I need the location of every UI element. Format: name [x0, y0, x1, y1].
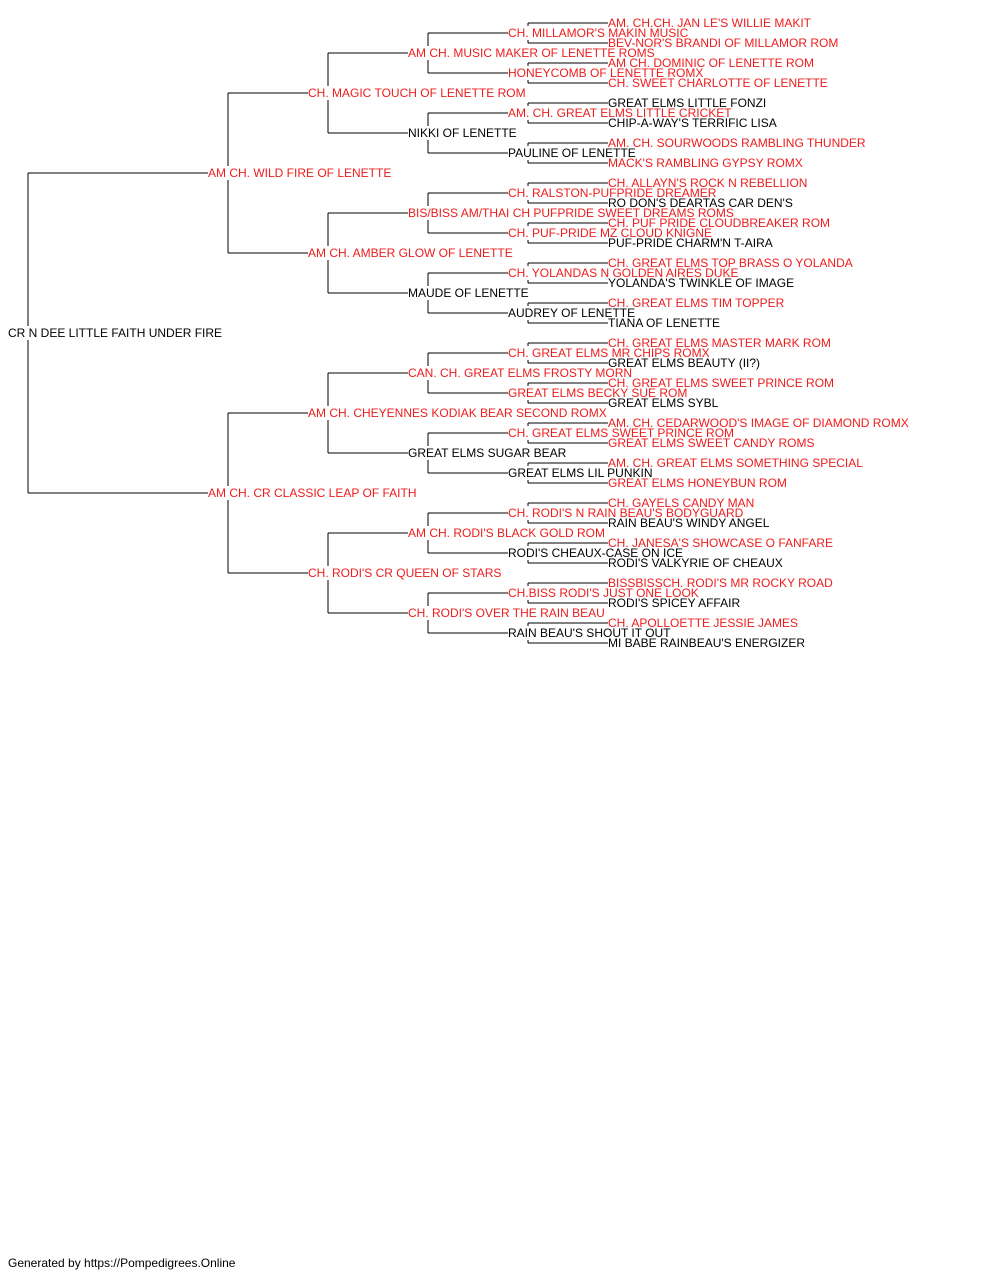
- ancestor-name-gen-3: AM CH. MUSIC MAKER OF LENETTE ROMS: [408, 46, 655, 60]
- ancestor-name-gen-5: AM. CH. CEDARWOOD'S IMAGE OF DIAMOND ROM…: [608, 416, 909, 430]
- ancestor-name-gen-5: RODI'S SPICEY AFFAIR: [608, 596, 740, 610]
- ancestor-name-gen-5: RAIN BEAU'S WINDY ANGEL: [608, 516, 770, 530]
- ancestor-name-gen-5: AM CH. DOMINIC OF LENETTE ROM: [608, 56, 814, 70]
- ancestor-name-gen-4: CH. RODI'S N RAIN BEAU'S BODYGUARD: [508, 506, 744, 520]
- ancestor-name-gen-2: CH. MAGIC TOUCH OF LENETTE ROM: [308, 86, 526, 100]
- ancestor-name-gen-5: CH. ALLAYN'S ROCK N REBELLION: [608, 176, 807, 190]
- ancestor-name-gen-5: CH. JANESA'S SHOWCASE O FANFARE: [608, 536, 833, 550]
- generated-by-footer: Generated by https://Pompedigrees.Online: [8, 1256, 236, 1270]
- ancestor-name-gen-5: AM. CH. GREAT ELMS SOMETHING SPECIAL: [608, 456, 863, 470]
- ancestor-name-gen-5: GREAT ELMS HONEYBUN ROM: [608, 476, 787, 490]
- ancestor-name-gen-2: CH. RODI'S CR QUEEN OF STARS: [308, 566, 501, 580]
- ancestor-name-gen-5: CH. GREAT ELMS TIM TOPPER: [608, 296, 785, 310]
- ancestor-name-gen-5: GREAT ELMS SYBL: [608, 396, 719, 410]
- ancestor-name-gen-4: CH. GREAT ELMS SWEET PRINCE ROM: [508, 426, 734, 440]
- ancestor-name-gen-5: CH. GREAT ELMS SWEET PRINCE ROM: [608, 376, 834, 390]
- ancestor-name-gen-4: CH. MILLAMOR'S MAKIN MUSIC: [508, 26, 689, 40]
- ancestor-name-gen-5: CH. GAYELS CANDY MAN: [608, 496, 754, 510]
- ancestor-name-gen-5: RODI'S VALKYRIE OF CHEAUX: [608, 556, 783, 570]
- ancestor-name-gen-5: CHIP-A-WAY'S TERRIFIC LISA: [608, 116, 777, 130]
- ancestor-name-gen-5: BEV-NOR'S BRANDI OF MILLAMOR ROM: [608, 36, 838, 50]
- ancestor-name-gen-3: BIS/BISS AM/THAI CH PUFPRIDE SWEET DREAM…: [408, 206, 734, 220]
- connector-lines: [27, 22, 608, 644]
- ancestor-name-gen-5: AM. CH.CH. JAN LE'S WILLIE MAKIT: [608, 16, 812, 30]
- ancestor-name-gen-5: YOLANDA'S TWINKLE OF IMAGE: [608, 276, 794, 290]
- ancestor-name-gen-4: GREAT ELMS BECKY SUE ROM: [508, 386, 687, 400]
- ancestor-name-gen-4: CH. YOLANDAS N GOLDEN AIRES DUKE: [508, 266, 739, 280]
- ancestor-name-gen-4: GREAT ELMS LIL PUNKIN: [508, 466, 653, 480]
- ancestor-name-gen-5: CH. SWEET CHARLOTTE OF LENETTE: [608, 76, 828, 90]
- ancestor-name-gen-3: NIKKI OF LENETTE: [408, 126, 517, 140]
- ancestor-name-gen-5: CH. GREAT ELMS MASTER MARK ROM: [608, 336, 831, 350]
- ancestor-name-gen-4: CH. RALSTON-PUFPRIDE DREAMER: [508, 186, 717, 200]
- ancestor-name-gen-1: AM CH. WILD FIRE OF LENETTE: [208, 166, 391, 180]
- ancestor-name-gen-5: RO DON'S DEARTAS CAR DEN'S: [608, 196, 793, 210]
- dog-names: CR N DEE LITTLE FAITH UNDER FIRE AM CH. W…: [8, 16, 909, 650]
- ancestor-name-gen-5: MI BABE RAINBEAU'S ENERGIZER: [608, 636, 805, 650]
- ancestor-name-gen-5: CH. PUF PRIDE CLOUDBREAKER ROM: [608, 216, 830, 230]
- ancestor-name-gen-3: GREAT ELMS SUGAR BEAR: [408, 446, 567, 460]
- ancestor-name-gen-5: TIANA OF LENETTE: [608, 316, 720, 330]
- ancestor-name-gen-3: MAUDE OF LENETTE: [408, 286, 529, 300]
- ancestor-name-gen-5: CH. GREAT ELMS TOP BRASS O YOLANDA: [608, 256, 853, 270]
- ancestor-name-gen-3: AM CH. RODI'S BLACK GOLD ROM: [408, 526, 605, 540]
- subject-dog-name: CR N DEE LITTLE FAITH UNDER FIRE: [8, 326, 222, 340]
- ancestor-name-gen-3: CH. RODI'S OVER THE RAIN BEAU: [408, 606, 605, 620]
- ancestor-name-gen-4: HONEYCOMB OF LENETTE ROMX: [508, 66, 703, 80]
- ancestor-name-gen-5: GREAT ELMS LITTLE FONZI: [608, 96, 766, 110]
- ancestor-name-gen-4: CH.BISS RODI'S JUST ONE LOOK: [508, 586, 699, 600]
- ancestor-name-gen-3: CAN. CH. GREAT ELMS FROSTY MORN: [408, 366, 632, 380]
- ancestor-name-gen-5: GREAT ELMS BEAUTY (II?): [608, 356, 760, 370]
- ancestor-name-gen-5: PUF-PRIDE CHARM'N T-AIRA: [608, 236, 773, 250]
- ancestor-name-gen-4: PAULINE OF LENETTE: [508, 146, 636, 160]
- ancestor-name-gen-4: AM. CH. GREAT ELMS LITTLE CRICKET: [508, 106, 732, 120]
- ancestor-name-gen-2: AM CH. AMBER GLOW OF LENETTE: [308, 246, 513, 260]
- ancestor-name-gen-4: RAIN BEAU'S SHOUT IT OUT: [508, 626, 671, 640]
- ancestor-name-gen-4: RODI'S CHEAUX-CASE ON ICE: [508, 546, 683, 560]
- ancestor-name-gen-1: AM CH. CR CLASSIC LEAP OF FAITH: [208, 486, 417, 500]
- ancestor-name-gen-2: AM CH. CHEYENNES KODIAK BEAR SECOND ROMX: [308, 406, 607, 420]
- ancestor-name-gen-4: CH. GREAT ELMS MR CHIPS ROMX: [508, 346, 710, 360]
- ancestor-name-gen-5: CH. APOLLOETTE JESSIE JAMES: [608, 616, 798, 630]
- ancestor-name-gen-5: MACK'S RAMBLING GYPSY ROMX: [608, 156, 803, 170]
- ancestor-name-gen-5: GREAT ELMS SWEET CANDY ROMS: [608, 436, 814, 450]
- ancestor-name-gen-4: CH. PUF-PRIDE MZ CLOUD KNIGNE: [508, 226, 712, 240]
- ancestor-name-gen-5: BISSBISSCH. RODI'S MR ROCKY ROAD: [608, 576, 833, 590]
- ancestor-name-gen-5: AM. CH. SOURWOODS RAMBLING THUNDER: [608, 136, 866, 150]
- ancestor-name-gen-4: AUDREY OF LENETTE: [508, 306, 635, 320]
